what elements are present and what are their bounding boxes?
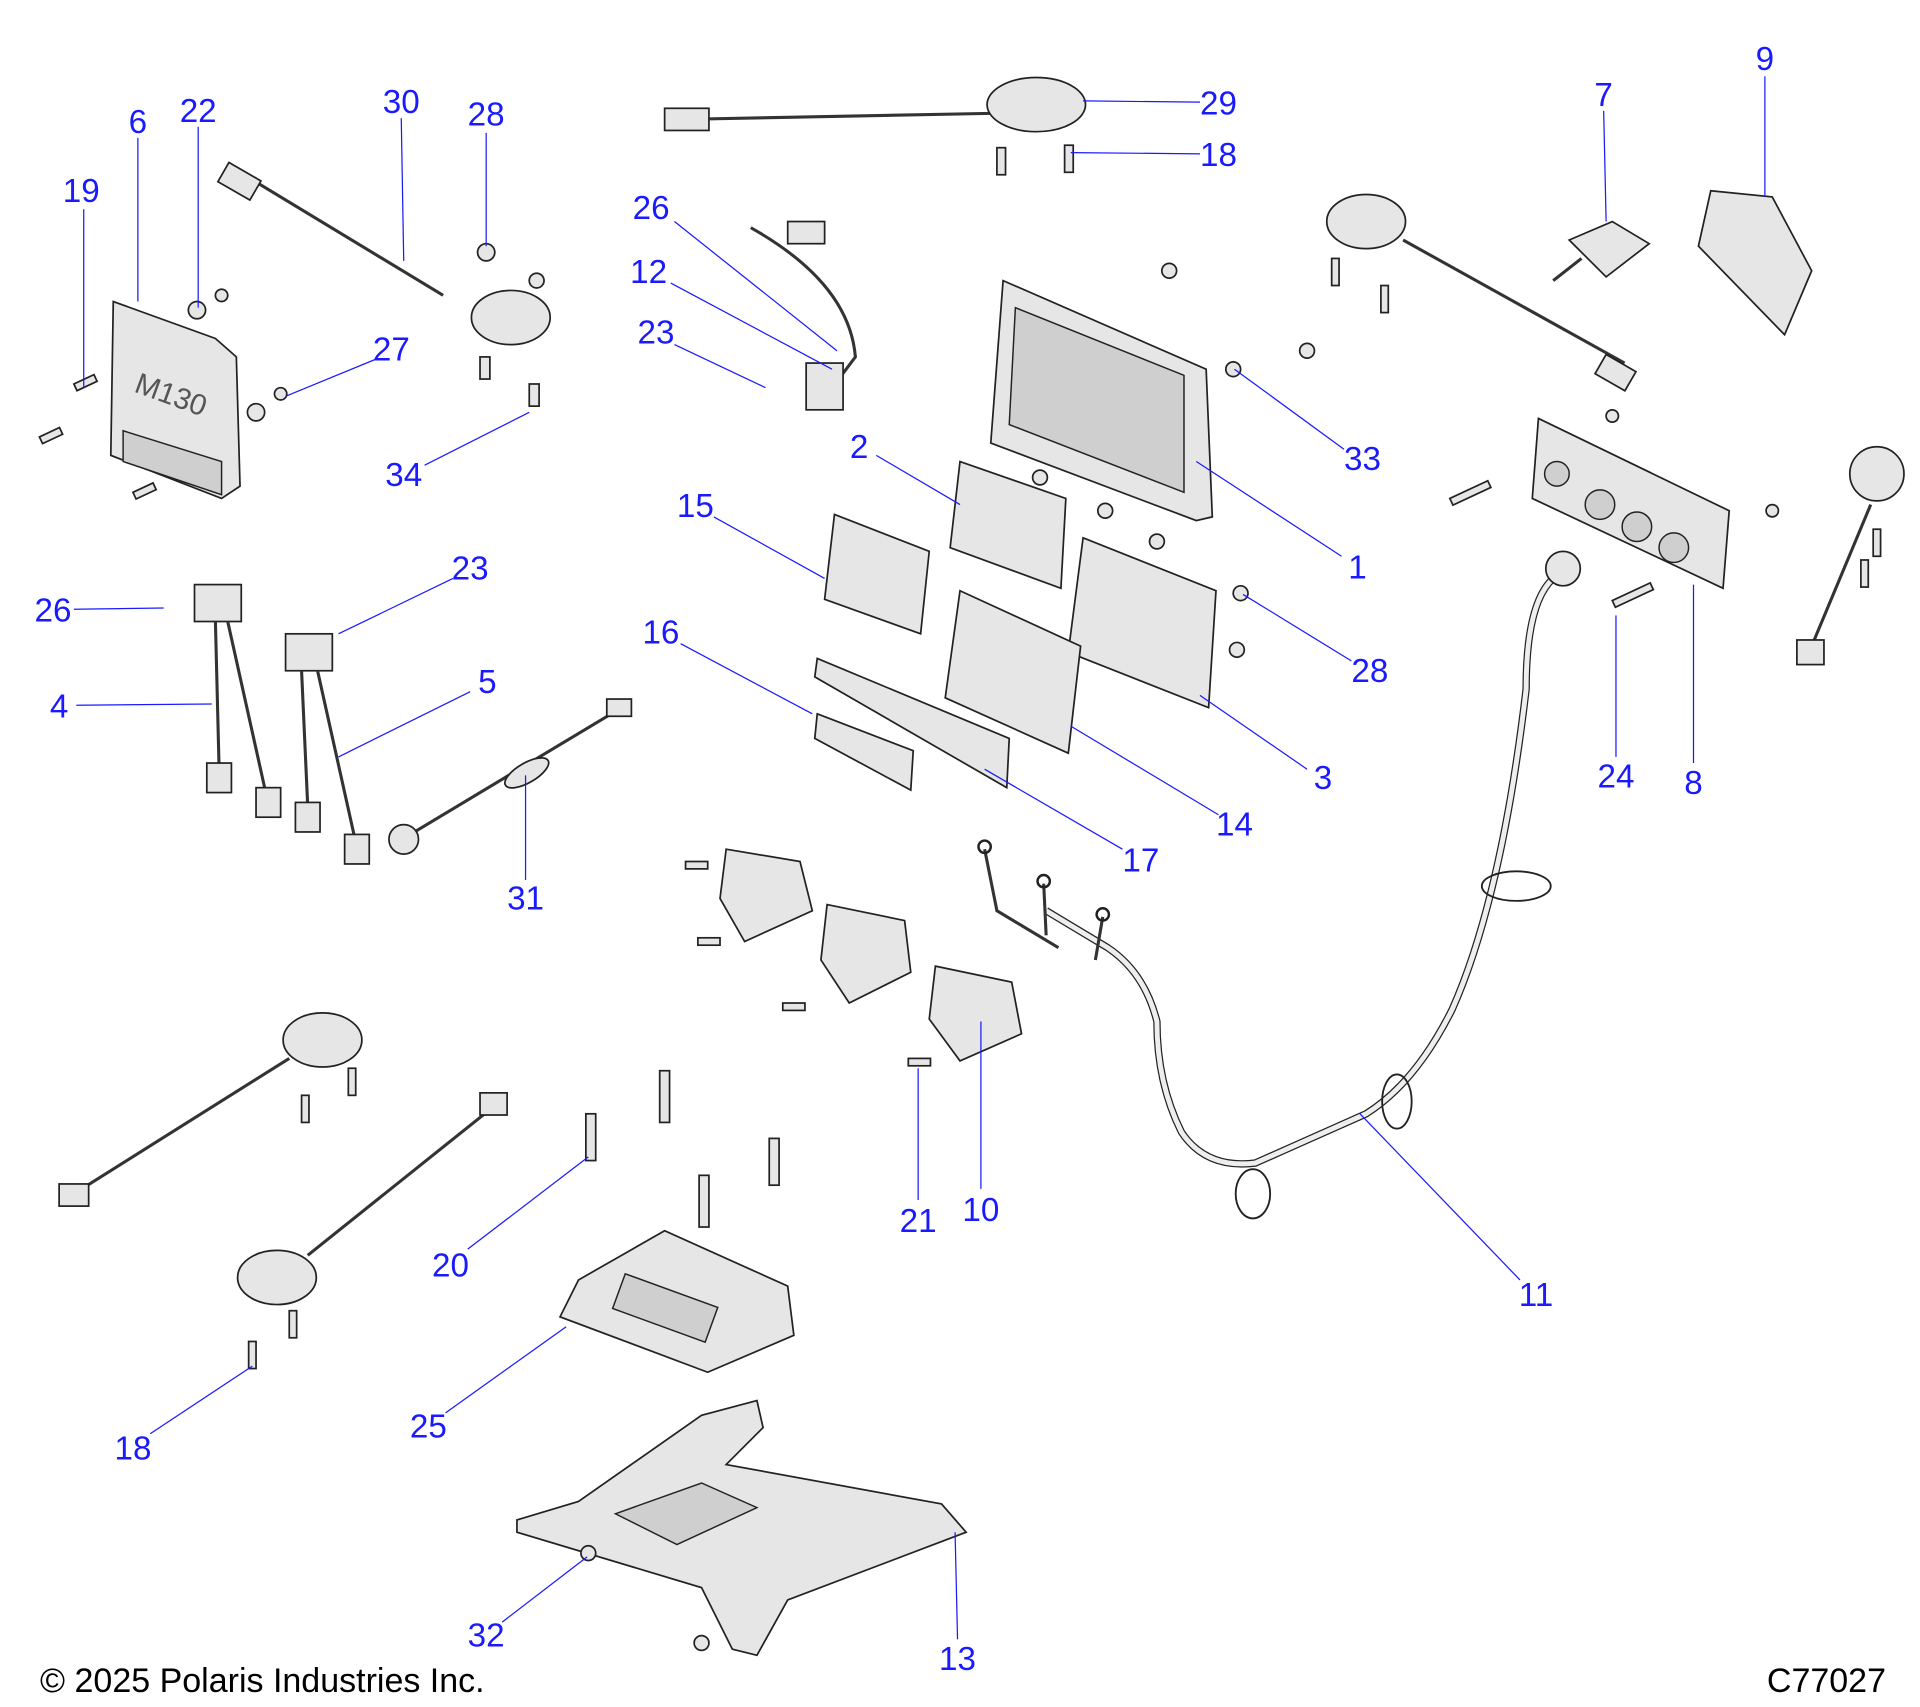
callout-number: 29 (1200, 85, 1237, 122)
callout-number: 26 (633, 190, 670, 227)
callout-number: 21 (900, 1203, 937, 1240)
callout-number: 27 (373, 332, 410, 369)
leader-line (1199, 694, 1308, 770)
callout-number: 6 (129, 104, 147, 141)
callout-number: 14 (1216, 807, 1253, 844)
leader-line (713, 516, 825, 579)
leader-line (1359, 1113, 1521, 1281)
leader-line (984, 768, 1123, 850)
callout-number: 3 (1314, 760, 1332, 797)
callout-number: 8 (1684, 765, 1702, 802)
callout-number: 15 (677, 488, 714, 525)
leader-line (1083, 100, 1200, 103)
callout-number: 7 (1594, 77, 1612, 114)
callout-number: 9 (1756, 41, 1774, 78)
leader-line (338, 577, 454, 635)
leader-line (674, 344, 766, 389)
callout-number: 25 (410, 1408, 447, 1445)
leader-line (670, 282, 833, 370)
callout-number: 26 (34, 593, 71, 630)
callout-number: 10 (962, 1192, 999, 1229)
callout-number: 31 (507, 880, 544, 917)
callout-number: 4 (50, 689, 68, 726)
callout-number: 2 (850, 429, 868, 466)
part-display (989, 279, 1214, 522)
leader-line (73, 607, 164, 610)
callout-number: 19 (63, 173, 100, 210)
callout-number: 23 (638, 314, 675, 351)
leader-line (467, 1156, 589, 1250)
leader-line (1070, 151, 1200, 155)
leader-line (1234, 368, 1345, 450)
drawing-id: C77027 (1766, 1662, 1886, 1700)
leader-line (1242, 593, 1352, 662)
leader-line (954, 1532, 959, 1640)
leader-line (338, 691, 471, 758)
leader-line (1603, 110, 1607, 222)
callout-number: 28 (468, 97, 505, 134)
callout-number: 18 (1200, 137, 1237, 174)
leader-line (501, 1556, 588, 1623)
callout-number: 23 (452, 551, 489, 588)
callout-number: 32 (468, 1618, 505, 1655)
callout-number: 30 (383, 84, 420, 121)
leader-line (445, 1326, 567, 1414)
callout-number: 22 (180, 93, 217, 130)
callout-number: 16 (642, 615, 679, 652)
callout-number: 17 (1122, 842, 1159, 879)
callout-number: 33 (1344, 441, 1381, 478)
callout-number: 11 (1519, 1277, 1553, 1314)
part-m130-cover: M130 (109, 300, 241, 500)
callout-number: 13 (939, 1641, 976, 1678)
leader-line (1070, 725, 1219, 816)
callout-number: 1 (1348, 549, 1366, 586)
copyright-text: © 2025 Polaris Industries Inc. (40, 1662, 485, 1700)
callout-number: 20 (432, 1247, 469, 1284)
callout-number: 18 (114, 1431, 151, 1468)
leader-line (76, 703, 212, 706)
callout-number: 12 (630, 254, 667, 291)
leader-line (1195, 461, 1342, 557)
leader-line (424, 411, 530, 466)
part-ecu (558, 1229, 795, 1374)
callout-number: 24 (1597, 759, 1634, 796)
leader-line (680, 643, 813, 715)
callout-number: 28 (1351, 653, 1388, 690)
leader-line (149, 1365, 253, 1435)
leader-line (285, 358, 376, 397)
callout-number: 34 (385, 457, 422, 494)
parts-illustrations: M130 (38, 76, 1905, 1657)
leader-line (674, 221, 838, 352)
leader-line (875, 454, 961, 506)
callout-number: 5 (478, 664, 496, 701)
leader-line (400, 118, 405, 261)
